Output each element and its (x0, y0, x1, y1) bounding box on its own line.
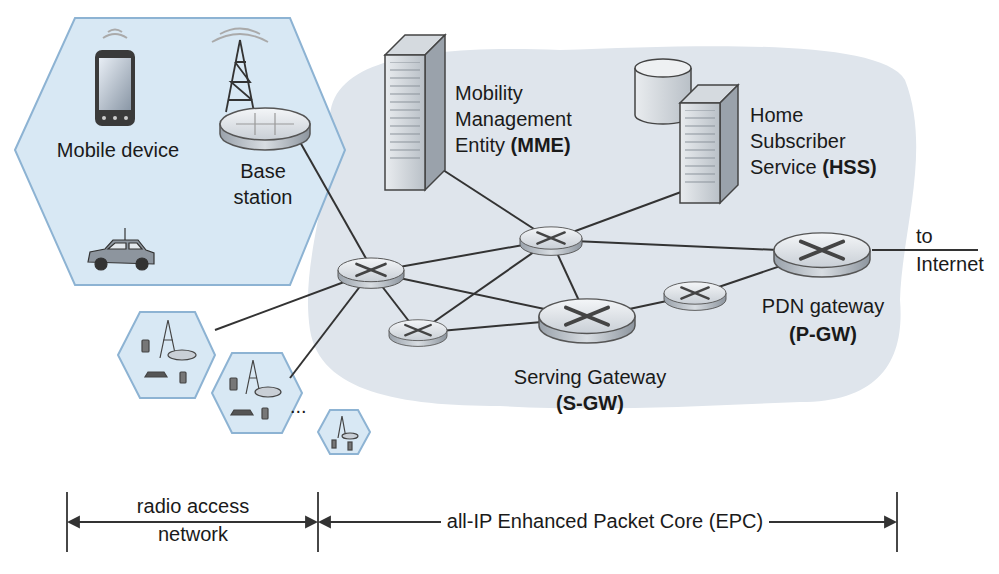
node-text: Home Subscriber Service (HSS) (750, 102, 898, 180)
hss-server (680, 85, 738, 203)
ran-label-box: radio access network (118, 492, 268, 548)
small-cells (118, 312, 370, 454)
pgw-label: PDN gateway (P-GW) (752, 292, 894, 348)
extent-brackets (67, 492, 897, 552)
epc-label: all-IP Enhanced Packet Core (EPC) (441, 510, 769, 532)
node-text: Base station (220, 158, 306, 210)
base-station-router (220, 108, 310, 150)
epc-label-box: all-IP Enhanced Packet Core (EPC) (405, 507, 805, 535)
car (88, 228, 154, 270)
ellipsis-label: ... (290, 395, 307, 417)
base-station-label: Base station (220, 158, 306, 210)
hss-label: Home Subscriber Service (HSS) (750, 102, 898, 180)
sgw-label: Serving Gateway (S-GW) (500, 364, 680, 416)
internet-label: to Internet (916, 225, 984, 275)
ellipsis-label-box: ... (290, 392, 320, 420)
mme-server (385, 35, 445, 190)
device-label: Mobile device (38, 137, 198, 163)
internet-label-box: to Internet (916, 222, 998, 278)
small-cell-icons (142, 320, 358, 450)
ran-label: radio access network (137, 495, 249, 545)
routers (338, 227, 870, 347)
cell-tower (212, 29, 268, 113)
node-text: PDN gateway (P-GW) (752, 292, 894, 348)
node-text: Mobile device (38, 137, 198, 163)
mobile-phone (95, 30, 135, 127)
node-text: Mobility Management Entity (MME) (455, 80, 607, 158)
network-links (215, 142, 978, 378)
epc-cloud (308, 46, 916, 408)
radio-cell (15, 18, 345, 285)
mme-label: Mobility Management Entity (MME) (455, 80, 607, 158)
node-text: Serving Gateway (S-GW) (500, 364, 680, 416)
